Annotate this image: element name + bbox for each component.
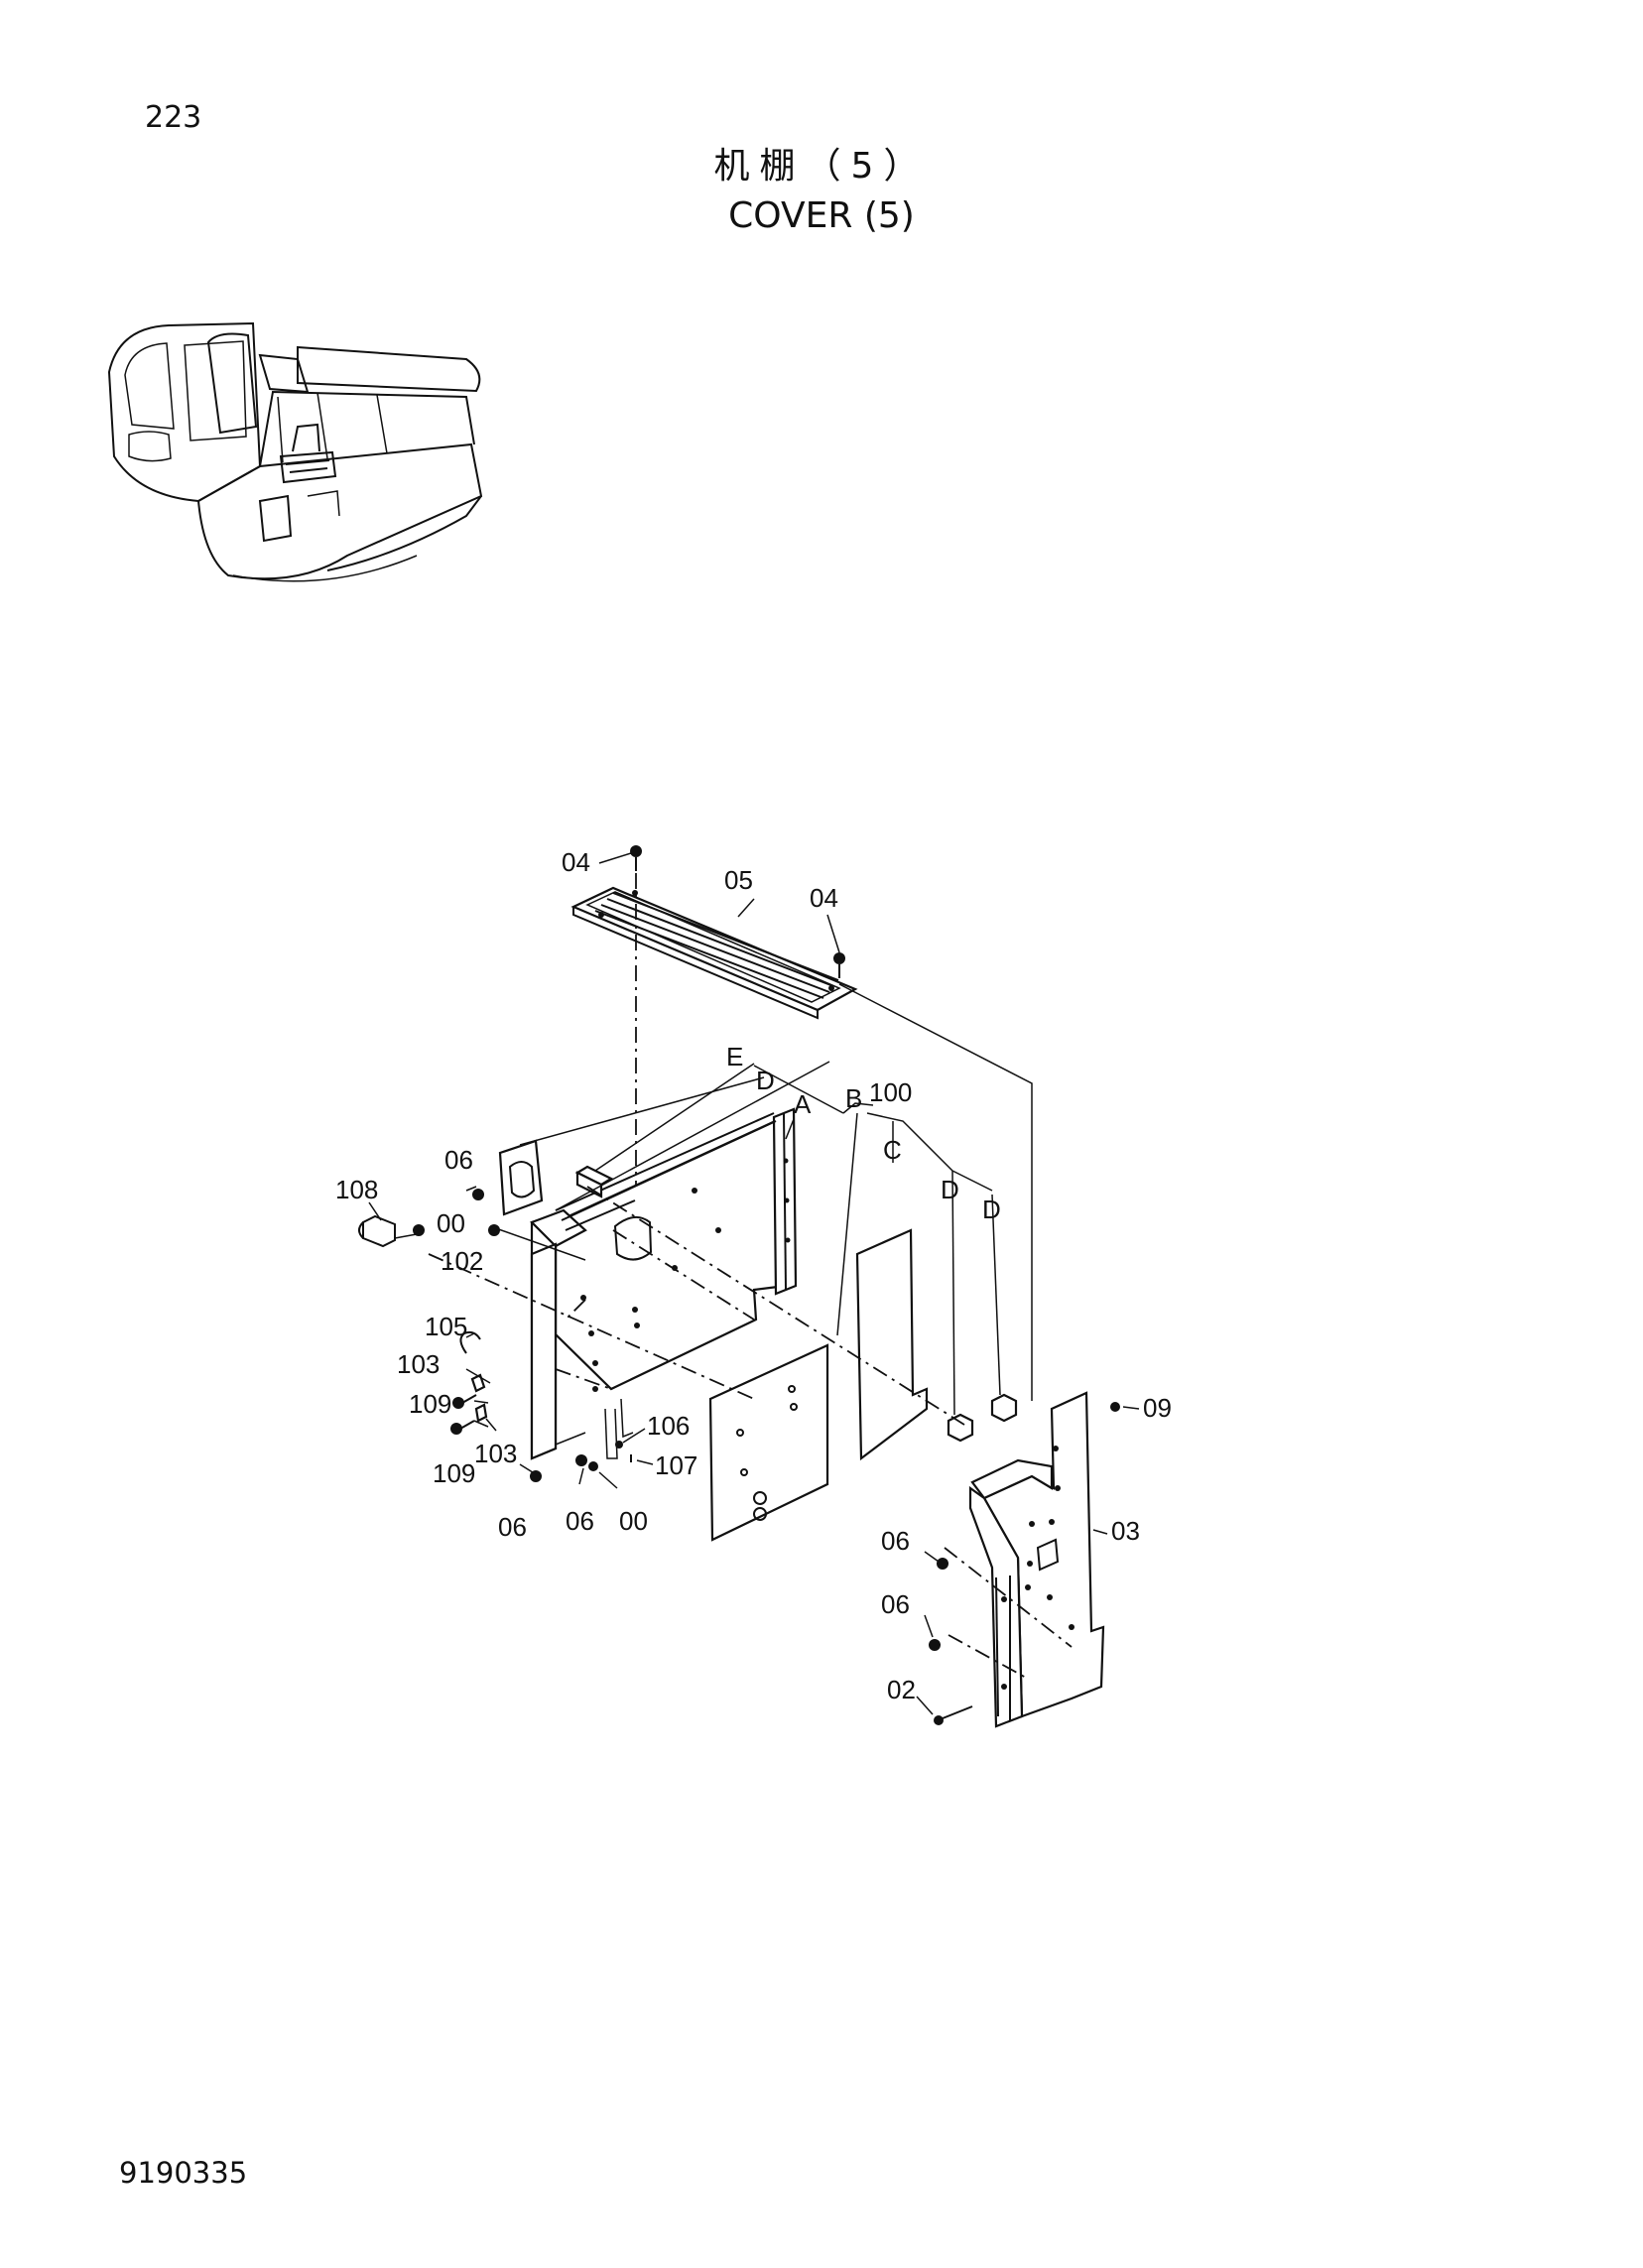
bolt-icon [575,1454,587,1466]
callout-106: 106 [647,1411,690,1441]
top-cover-grille [570,886,858,1020]
callout-03: 03 [1111,1516,1140,1546]
callout-06-right-2: 06 [881,1589,910,1619]
assembly-line [948,1634,1029,1680]
callout-d-left: D [756,1066,775,1095]
callout-102: 102 [441,1246,483,1276]
right-side-panel [968,1391,1105,1728]
callout-06-bottom-1: 06 [498,1512,527,1542]
bolt-icon [929,1639,941,1651]
insulation-pad-c [855,1228,929,1461]
callout-e: E [726,1042,743,1071]
callout-00-bottom: 00 [619,1506,648,1536]
callout-04-top: 04 [562,847,590,877]
callout-00-top: 00 [437,1208,465,1238]
bolt-icon [934,1705,973,1725]
title-english: COVER (5) [728,195,915,236]
page-number: 223 [145,100,202,135]
callout-04-right: 04 [810,883,838,913]
pad-icon [947,1413,974,1443]
callout-100: 100 [869,1077,912,1107]
callout-105: 105 [425,1312,467,1341]
bolt-icon [450,1420,475,1435]
callout-d-mid: D [941,1175,959,1204]
bracket-108-icon [358,1214,396,1248]
bolt-icon [833,952,845,978]
bolt-icon [937,1558,948,1570]
bolt-icon [413,1224,425,1236]
callout-d-right: D [982,1195,1001,1224]
assembly-line [428,1253,755,1400]
bolt-icon [472,1189,484,1200]
assembly-line [838,983,1033,1401]
spacer-icon [474,1403,488,1423]
left-side-panel [530,1107,798,1460]
callout-109-lower: 109 [433,1458,475,1488]
seal-frame [498,1139,544,1216]
pad-icon [574,1165,614,1198]
insulation-pad-b [708,1343,829,1542]
excavator-locator-illustration [107,321,483,582]
leader-lines [368,852,1140,1715]
spacer-icon [470,1373,486,1393]
assembly-line [944,1547,1073,1648]
callout-a: A [794,1089,812,1119]
bolt-icon [452,1394,477,1409]
callout-06-top: 06 [444,1145,473,1175]
callout-c: C [883,1135,902,1165]
bolt-icon [1110,1402,1120,1412]
document-number: 9190335 [119,2156,248,2190]
callout-109-upper: 109 [409,1389,451,1419]
assembly-line [586,1186,965,1426]
callout-103-lower: 103 [474,1439,517,1468]
callout-05: 05 [724,865,753,895]
pin-106-icon [615,1441,623,1449]
callout-02: 02 [887,1675,916,1704]
callout-06-bottom-2: 06 [566,1506,594,1536]
callout-09: 09 [1143,1393,1172,1423]
callout-103-upper: 103 [397,1349,440,1379]
clip-105-icon [459,1330,481,1354]
callout-107: 107 [655,1450,697,1480]
pad-icon [990,1393,1018,1423]
callout-108: 108 [335,1175,378,1204]
washer-icon [588,1461,598,1471]
callout-b: B [845,1083,862,1113]
bolt-icon [630,845,642,871]
callout-06-right-1: 06 [881,1526,910,1556]
title-chinese: 机棚（5） [713,146,930,187]
washer-icon [488,1224,500,1236]
